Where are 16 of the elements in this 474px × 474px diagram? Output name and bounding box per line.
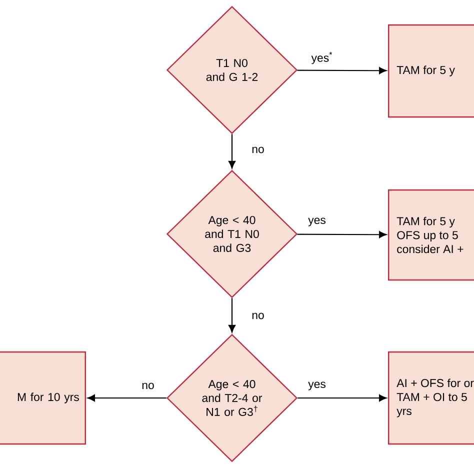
edge-label: yes [307,216,327,228]
arrow [228,298,236,332]
arrow [87,394,166,402]
edge-label: no [250,146,266,154]
edge-label: no [140,382,156,390]
outcome-box: M for 10 yrs [0,351,86,445]
arrow [297,67,387,74]
edge-label: no [250,312,266,320]
edge-label: yes$^{*}$ [310,50,334,66]
outcome-box: AI + OFS for or TAM + OI to 5 yrs [388,351,474,445]
arrow [297,231,387,238]
arrow [298,394,387,402]
outcome-box: TAM for 5 y OFS up to 5 consider AI + [388,189,474,281]
arrow [228,134,236,168]
edge-label: yes [307,380,327,392]
outcome-box: TAM for 5 y [388,24,474,118]
